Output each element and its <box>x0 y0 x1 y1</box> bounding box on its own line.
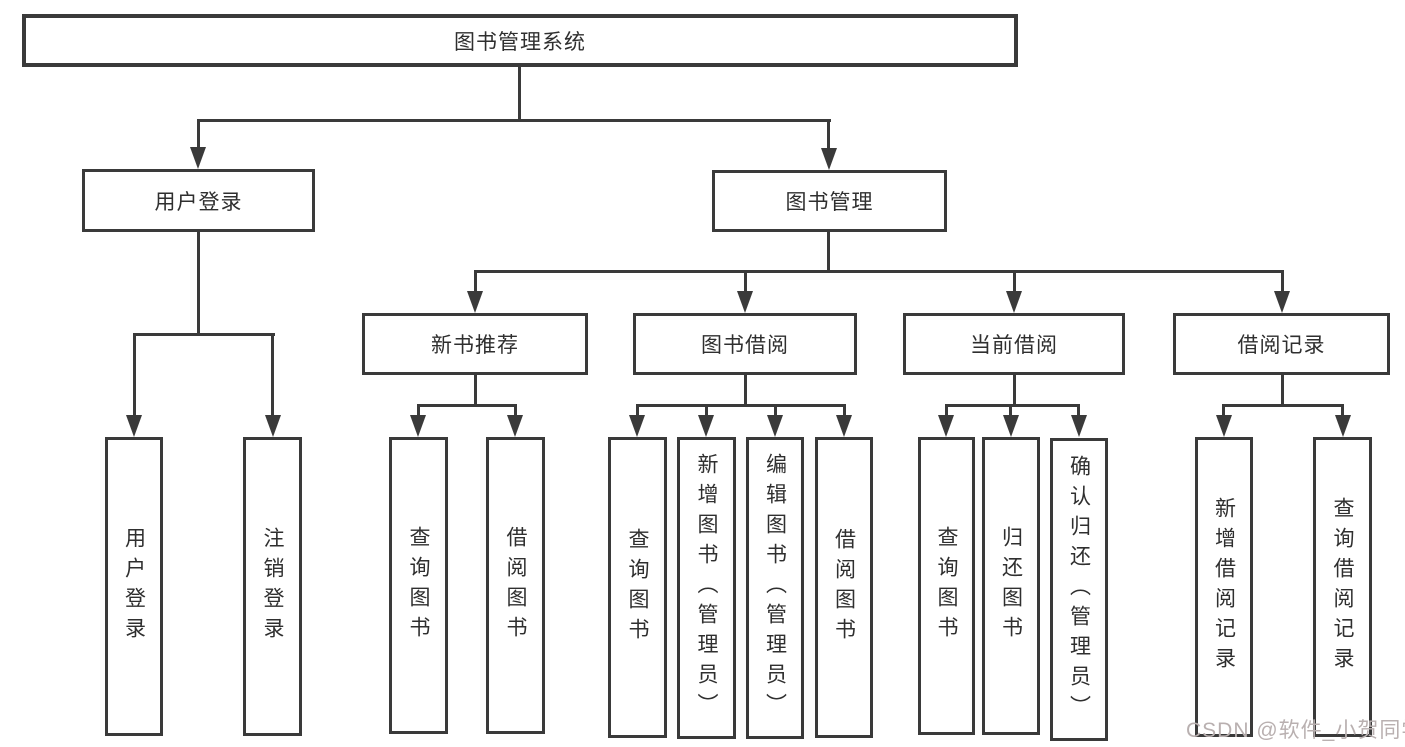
arrow-down-icon <box>767 415 783 437</box>
connector-line <box>514 404 517 417</box>
node-label: 新增借阅记录 <box>1212 497 1236 677</box>
node-label: 新书推荐 <box>431 334 519 357</box>
node-cb-confirm-return-admin: 确认归还（管理员） <box>1050 438 1108 741</box>
node-label: 图书管理 <box>785 191 874 214</box>
connector-line <box>1009 404 1012 417</box>
node-label: 归还图书 <box>999 526 1023 646</box>
arrow-down-icon <box>821 148 837 170</box>
arrow-down-icon <box>629 415 645 437</box>
connector-line <box>744 373 747 406</box>
connector-line <box>636 404 639 417</box>
node-bb-query-books: 查询图书 <box>608 437 667 738</box>
node-cb-return-books: 归还图书 <box>982 437 1040 735</box>
connector-line <box>1077 404 1080 417</box>
node-label: 图书借阅 <box>701 334 789 357</box>
connector-line <box>1281 373 1284 406</box>
node-book-management: 图书管理 <box>712 170 947 232</box>
arrow-down-icon <box>126 415 142 437</box>
arrow-down-icon <box>1006 291 1022 313</box>
node-label: 借阅记录 <box>1237 334 1326 357</box>
arrow-down-icon <box>507 415 523 437</box>
node-label: 借阅图书 <box>832 527 856 648</box>
node-logout: 注销登录 <box>243 437 302 736</box>
arrow-down-icon <box>190 147 206 169</box>
arrow-down-icon <box>737 291 753 313</box>
arrow-down-icon <box>1274 291 1290 313</box>
node-cb-query-books: 查询图书 <box>918 437 975 735</box>
node-label: 确认归还（管理员） <box>1067 454 1091 725</box>
arrow-down-icon <box>698 415 714 437</box>
node-label: 查询借阅记录 <box>1331 497 1355 677</box>
connector-line <box>945 404 948 417</box>
connector-line <box>417 404 517 407</box>
connector-line <box>474 270 477 295</box>
node-book-borrowing: 图书借阅 <box>633 313 857 375</box>
node-nb-query-books: 查询图书 <box>389 437 448 734</box>
connector-line <box>197 119 831 122</box>
connector-line <box>474 270 1284 273</box>
node-br-add-record: 新增借阅记录 <box>1195 437 1253 737</box>
arrow-down-icon <box>1335 415 1351 437</box>
arrow-down-icon <box>938 415 954 437</box>
connector-line <box>1222 404 1225 417</box>
connector-line <box>518 67 521 121</box>
arrow-down-icon <box>467 291 483 313</box>
connector-line <box>1281 270 1284 295</box>
connector-line <box>705 404 708 417</box>
node-label: 新增图书（管理员） <box>695 453 719 723</box>
node-label: 当前借阅 <box>970 334 1058 357</box>
connector-line <box>1341 404 1344 417</box>
connector-line <box>474 375 477 406</box>
connector-line <box>133 333 275 336</box>
node-label: 查询图书 <box>626 527 650 648</box>
node-new-book-recommend: 新书推荐 <box>362 313 588 375</box>
node-label: 用户登录 <box>154 190 243 214</box>
connector-line <box>1013 270 1016 295</box>
node-bb-borrow-books: 借阅图书 <box>815 437 873 738</box>
connector-line <box>744 270 747 295</box>
node-bb-edit-books-admin: 编辑图书（管理员） <box>746 437 804 739</box>
connector-line <box>827 119 830 150</box>
csdn-watermark: CSDN @软件_小贺同学 <box>1186 719 1405 742</box>
connector-line <box>774 404 777 417</box>
arrow-down-icon <box>265 415 281 437</box>
connector-line <box>197 119 200 149</box>
connector-line <box>133 333 136 417</box>
arrow-down-icon <box>410 415 426 437</box>
node-nb-borrow-books: 借阅图书 <box>486 437 545 734</box>
arrow-down-icon <box>836 415 852 437</box>
connector-line <box>271 333 274 417</box>
connector-line <box>417 404 420 417</box>
connector-line <box>1013 373 1016 406</box>
connector-line <box>827 232 830 272</box>
node-label: 用户登录 <box>122 526 146 647</box>
connector-line <box>636 404 845 407</box>
node-label: 注销登录 <box>261 526 285 647</box>
node-label: 借阅图书 <box>504 525 528 646</box>
node-current-borrowing: 当前借阅 <box>903 313 1125 375</box>
connector-line <box>1223 404 1344 407</box>
node-br-query-record: 查询借阅记录 <box>1313 437 1372 737</box>
arrow-down-icon <box>1003 415 1019 437</box>
node-borrow-records: 借阅记录 <box>1173 313 1390 375</box>
node-user-login-leaf: 用户登录 <box>105 437 163 736</box>
connector-line <box>197 232 200 335</box>
arrow-down-icon <box>1216 415 1232 437</box>
node-label: 图书管理系统 <box>454 30 586 54</box>
connector-line <box>945 404 1080 407</box>
node-label: 查询图书 <box>407 525 431 646</box>
node-user-login: 用户登录 <box>82 169 315 232</box>
node-label: 查询图书 <box>935 526 959 646</box>
node-library-management-system: 图书管理系统 <box>22 14 1018 67</box>
arrow-down-icon <box>1071 415 1087 437</box>
connector-line <box>843 404 846 417</box>
node-label: 编辑图书（管理员） <box>763 453 787 723</box>
node-bb-add-books-admin: 新增图书（管理员） <box>677 437 736 739</box>
